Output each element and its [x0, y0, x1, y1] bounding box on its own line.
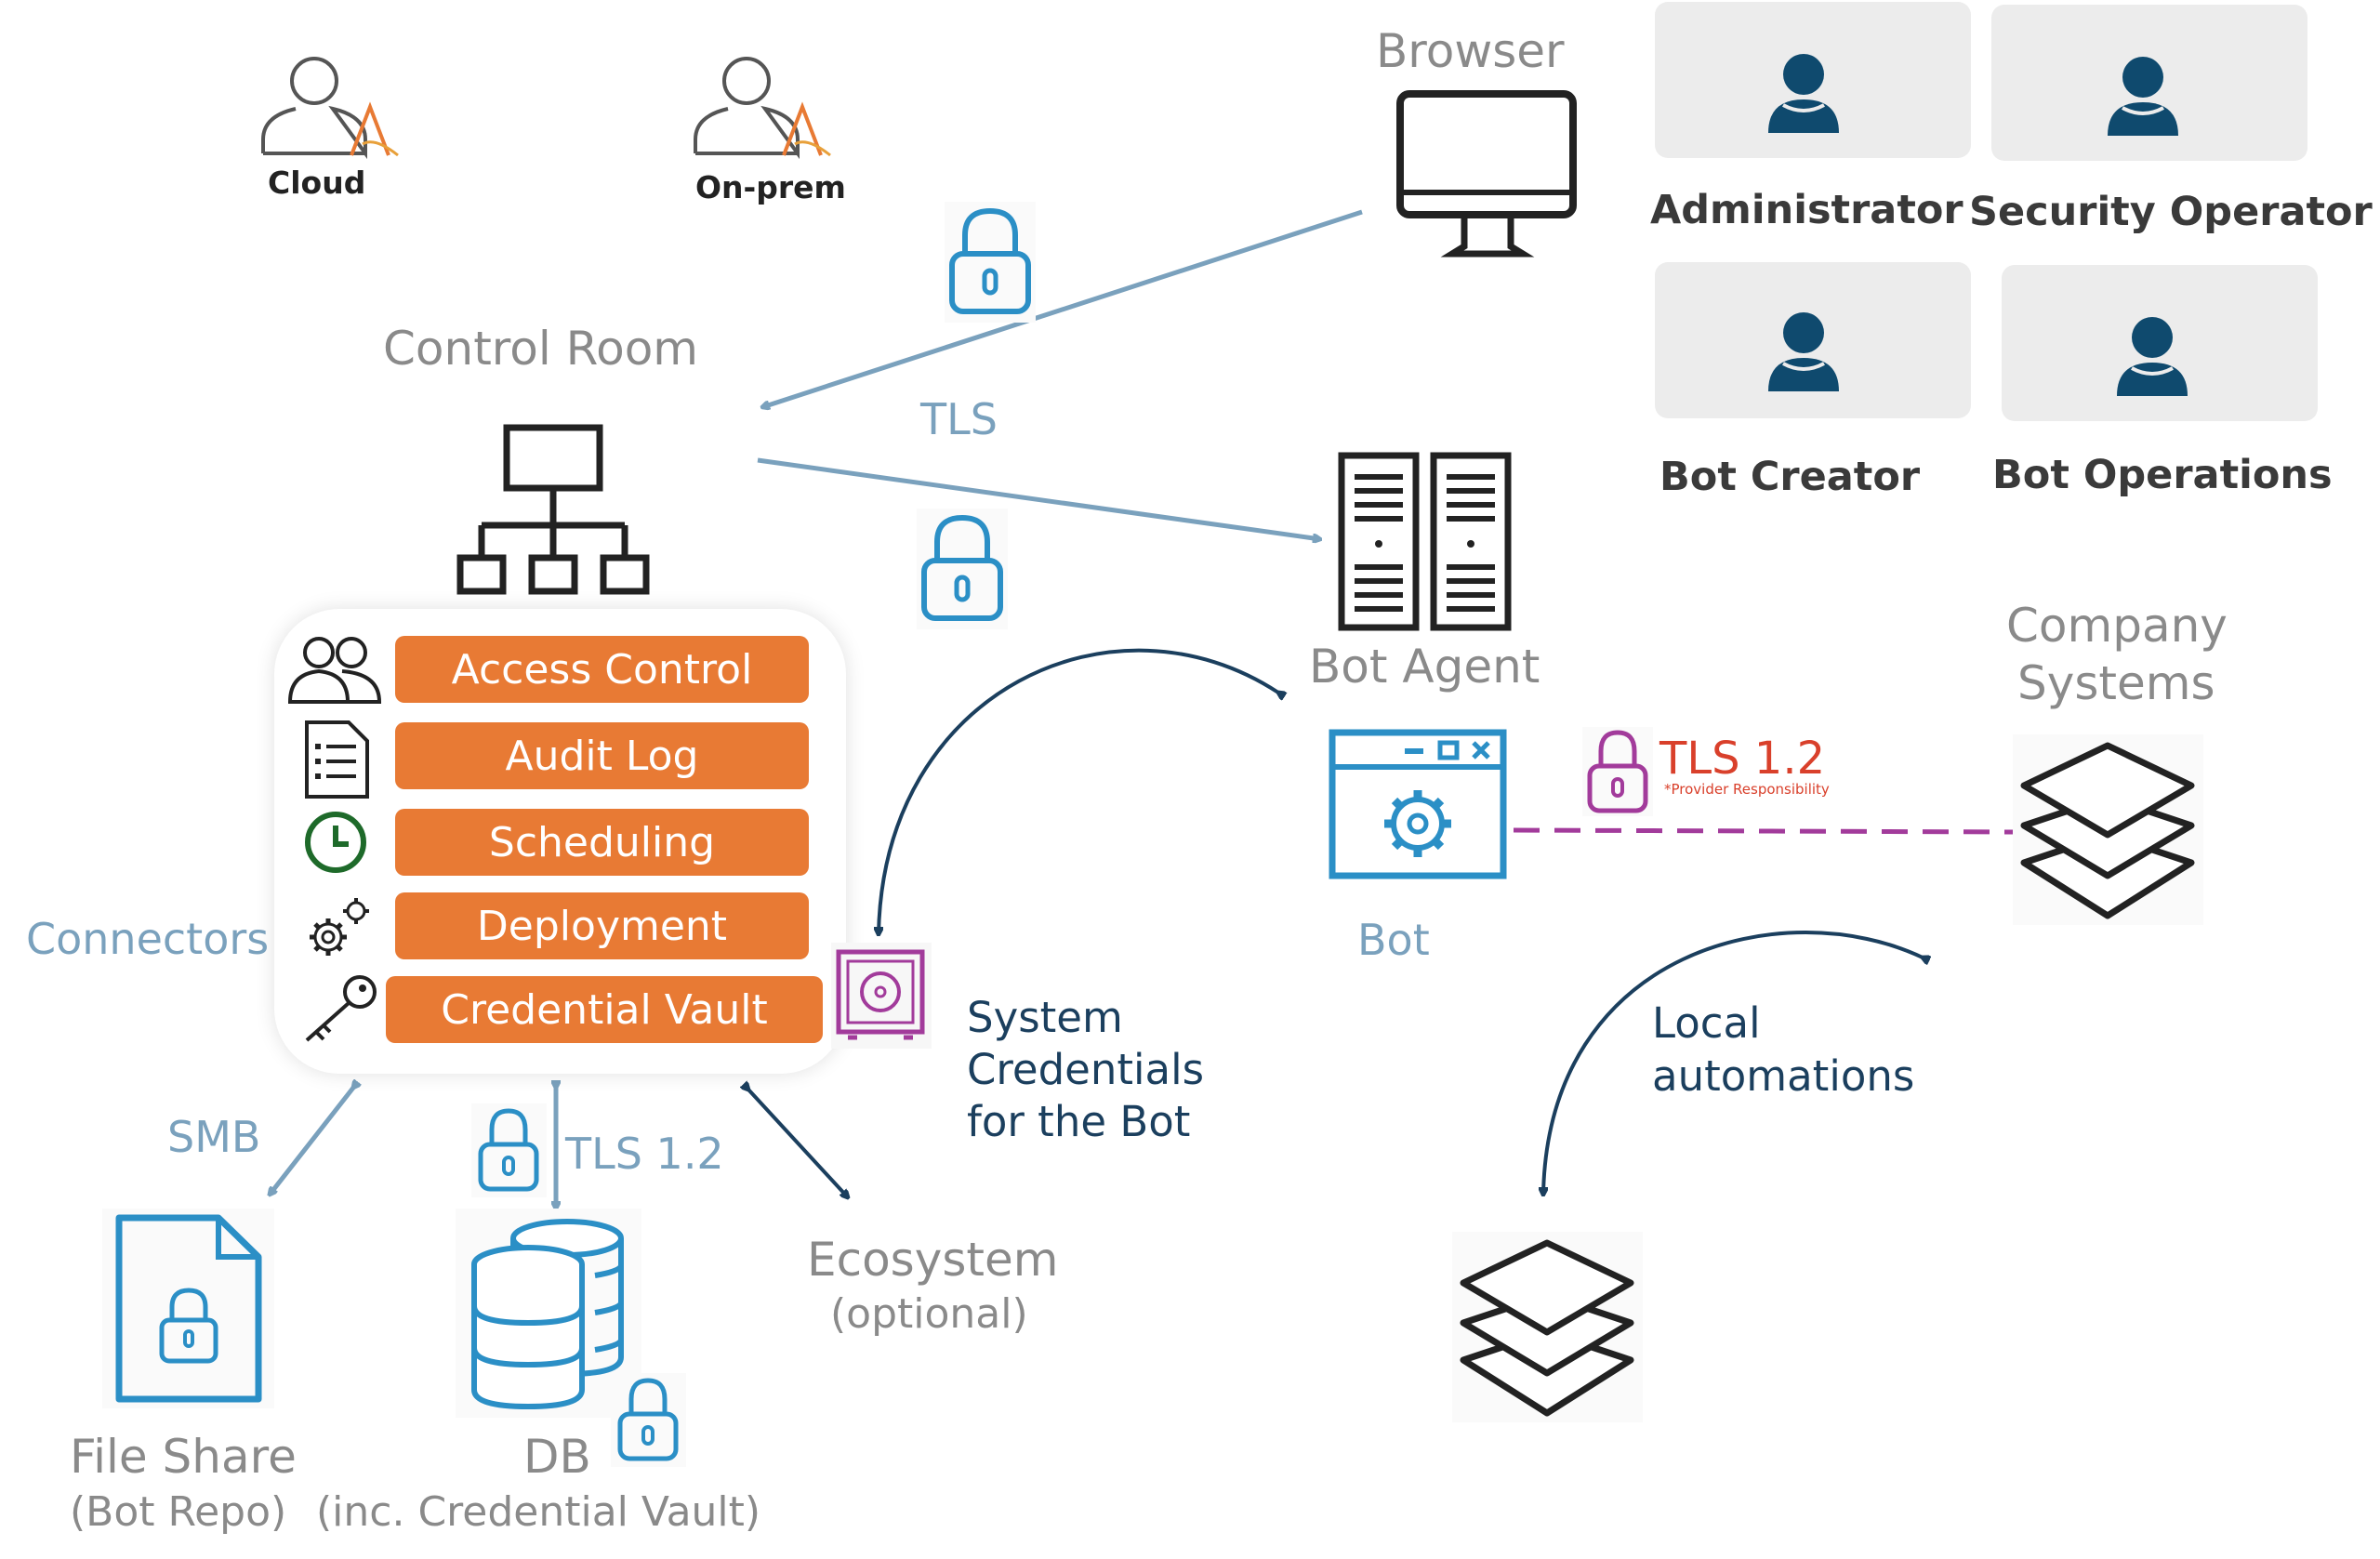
control-room-label: Control Room: [383, 322, 699, 376]
connectors-label: Connectors: [26, 914, 270, 964]
file-share-icon: [102, 1209, 274, 1408]
module-credential-vault: Credential Vault: [386, 976, 823, 1043]
local-automations-curve: [1543, 931, 1923, 1195]
bot-operations-user-icon: [2117, 317, 2188, 396]
onprem-user-icon: [694, 57, 831, 160]
local-layers-icon: [1452, 1232, 1643, 1422]
tls12-provider-label: TLS 1.2: [1659, 733, 1826, 785]
role-label-bot-operations: Bot Operations: [1992, 452, 2333, 498]
module-deployment: Deployment: [395, 892, 809, 959]
tls12-db-label: TLS 1.2: [565, 1129, 724, 1179]
bot-agent-label: Bot Agent: [1309, 640, 1540, 694]
tls-label: TLS: [920, 394, 998, 444]
file-share-line2: (Bot Repo): [70, 1488, 287, 1536]
browser-to-controlroom-arrow: [762, 209, 1363, 407]
ecosystem-line2: (optional): [830, 1290, 1028, 1338]
module-scheduling: Scheduling: [395, 809, 809, 876]
role-label-bot-creator: Bot Creator: [1659, 454, 1921, 500]
local-automations-line2: automations: [1652, 1051, 1915, 1101]
module-audit-log: Audit Log: [395, 722, 809, 789]
system-credentials-line2: Credentials: [967, 1045, 1205, 1094]
administrator-user-icon: [1768, 54, 1839, 133]
ecosystem-line1: Ecosystem: [807, 1233, 1059, 1287]
bot-label: Bot: [1357, 915, 1430, 965]
role-label-administrator: Administrator: [1650, 187, 1964, 233]
cloud-label: Cloud: [268, 165, 366, 201]
clock-icon: [305, 812, 366, 873]
company-systems-line2: Systems: [2017, 656, 2215, 710]
smb-label: SMB: [167, 1112, 261, 1162]
lock-icon-browser-link: [945, 202, 1036, 323]
cloud-user-icon: [261, 57, 399, 160]
local-automations-line1: Local: [1652, 998, 1761, 1048]
role-label-security-operator: Security Operator: [1969, 189, 2373, 235]
org-chart-icon: [456, 424, 650, 595]
bot-to-company-dashed: [1513, 827, 2018, 835]
safe-icon: [831, 943, 932, 1049]
lock-icon-db: [611, 1373, 686, 1467]
file-share-line1: File Share: [70, 1430, 297, 1484]
company-systems-line1: Company: [2006, 599, 2228, 653]
users-group-icon: [287, 637, 382, 704]
system-credentials-line3: for the Bot: [967, 1097, 1191, 1146]
db-line1: DB: [523, 1430, 591, 1484]
lock-icon-provider-link: [1582, 727, 1653, 816]
bot-window-icon: [1329, 729, 1507, 879]
provider-note: *Provider Responsibility: [1664, 781, 1830, 798]
controlroom-to-botagent-arrow: [757, 457, 1320, 539]
ecosystem-arrow: [748, 1090, 848, 1197]
monitor-icon: [1396, 90, 1577, 258]
company-systems-layers-icon: [2013, 734, 2203, 925]
botagent-vault-curve: [879, 648, 1278, 934]
key-icon: [305, 975, 377, 1042]
system-credentials-line1: System: [967, 993, 1123, 1042]
bot-creator-user-icon: [1768, 312, 1839, 391]
db-line2: (inc. Credential Vault): [316, 1488, 761, 1536]
smb-arrow: [270, 1088, 353, 1195]
gears-icon: [310, 898, 369, 956]
document-list-icon: [305, 720, 369, 799]
browser-label: Browser: [1376, 24, 1565, 78]
database-icon: [456, 1209, 641, 1418]
server-icon: [1338, 452, 1512, 631]
security-operator-user-icon: [2108, 57, 2178, 136]
module-access-control: Access Control: [395, 636, 809, 703]
lock-icon-db-link: [471, 1103, 547, 1197]
onprem-label: On-prem: [695, 169, 846, 205]
lock-icon-botagent-link: [917, 509, 1008, 629]
